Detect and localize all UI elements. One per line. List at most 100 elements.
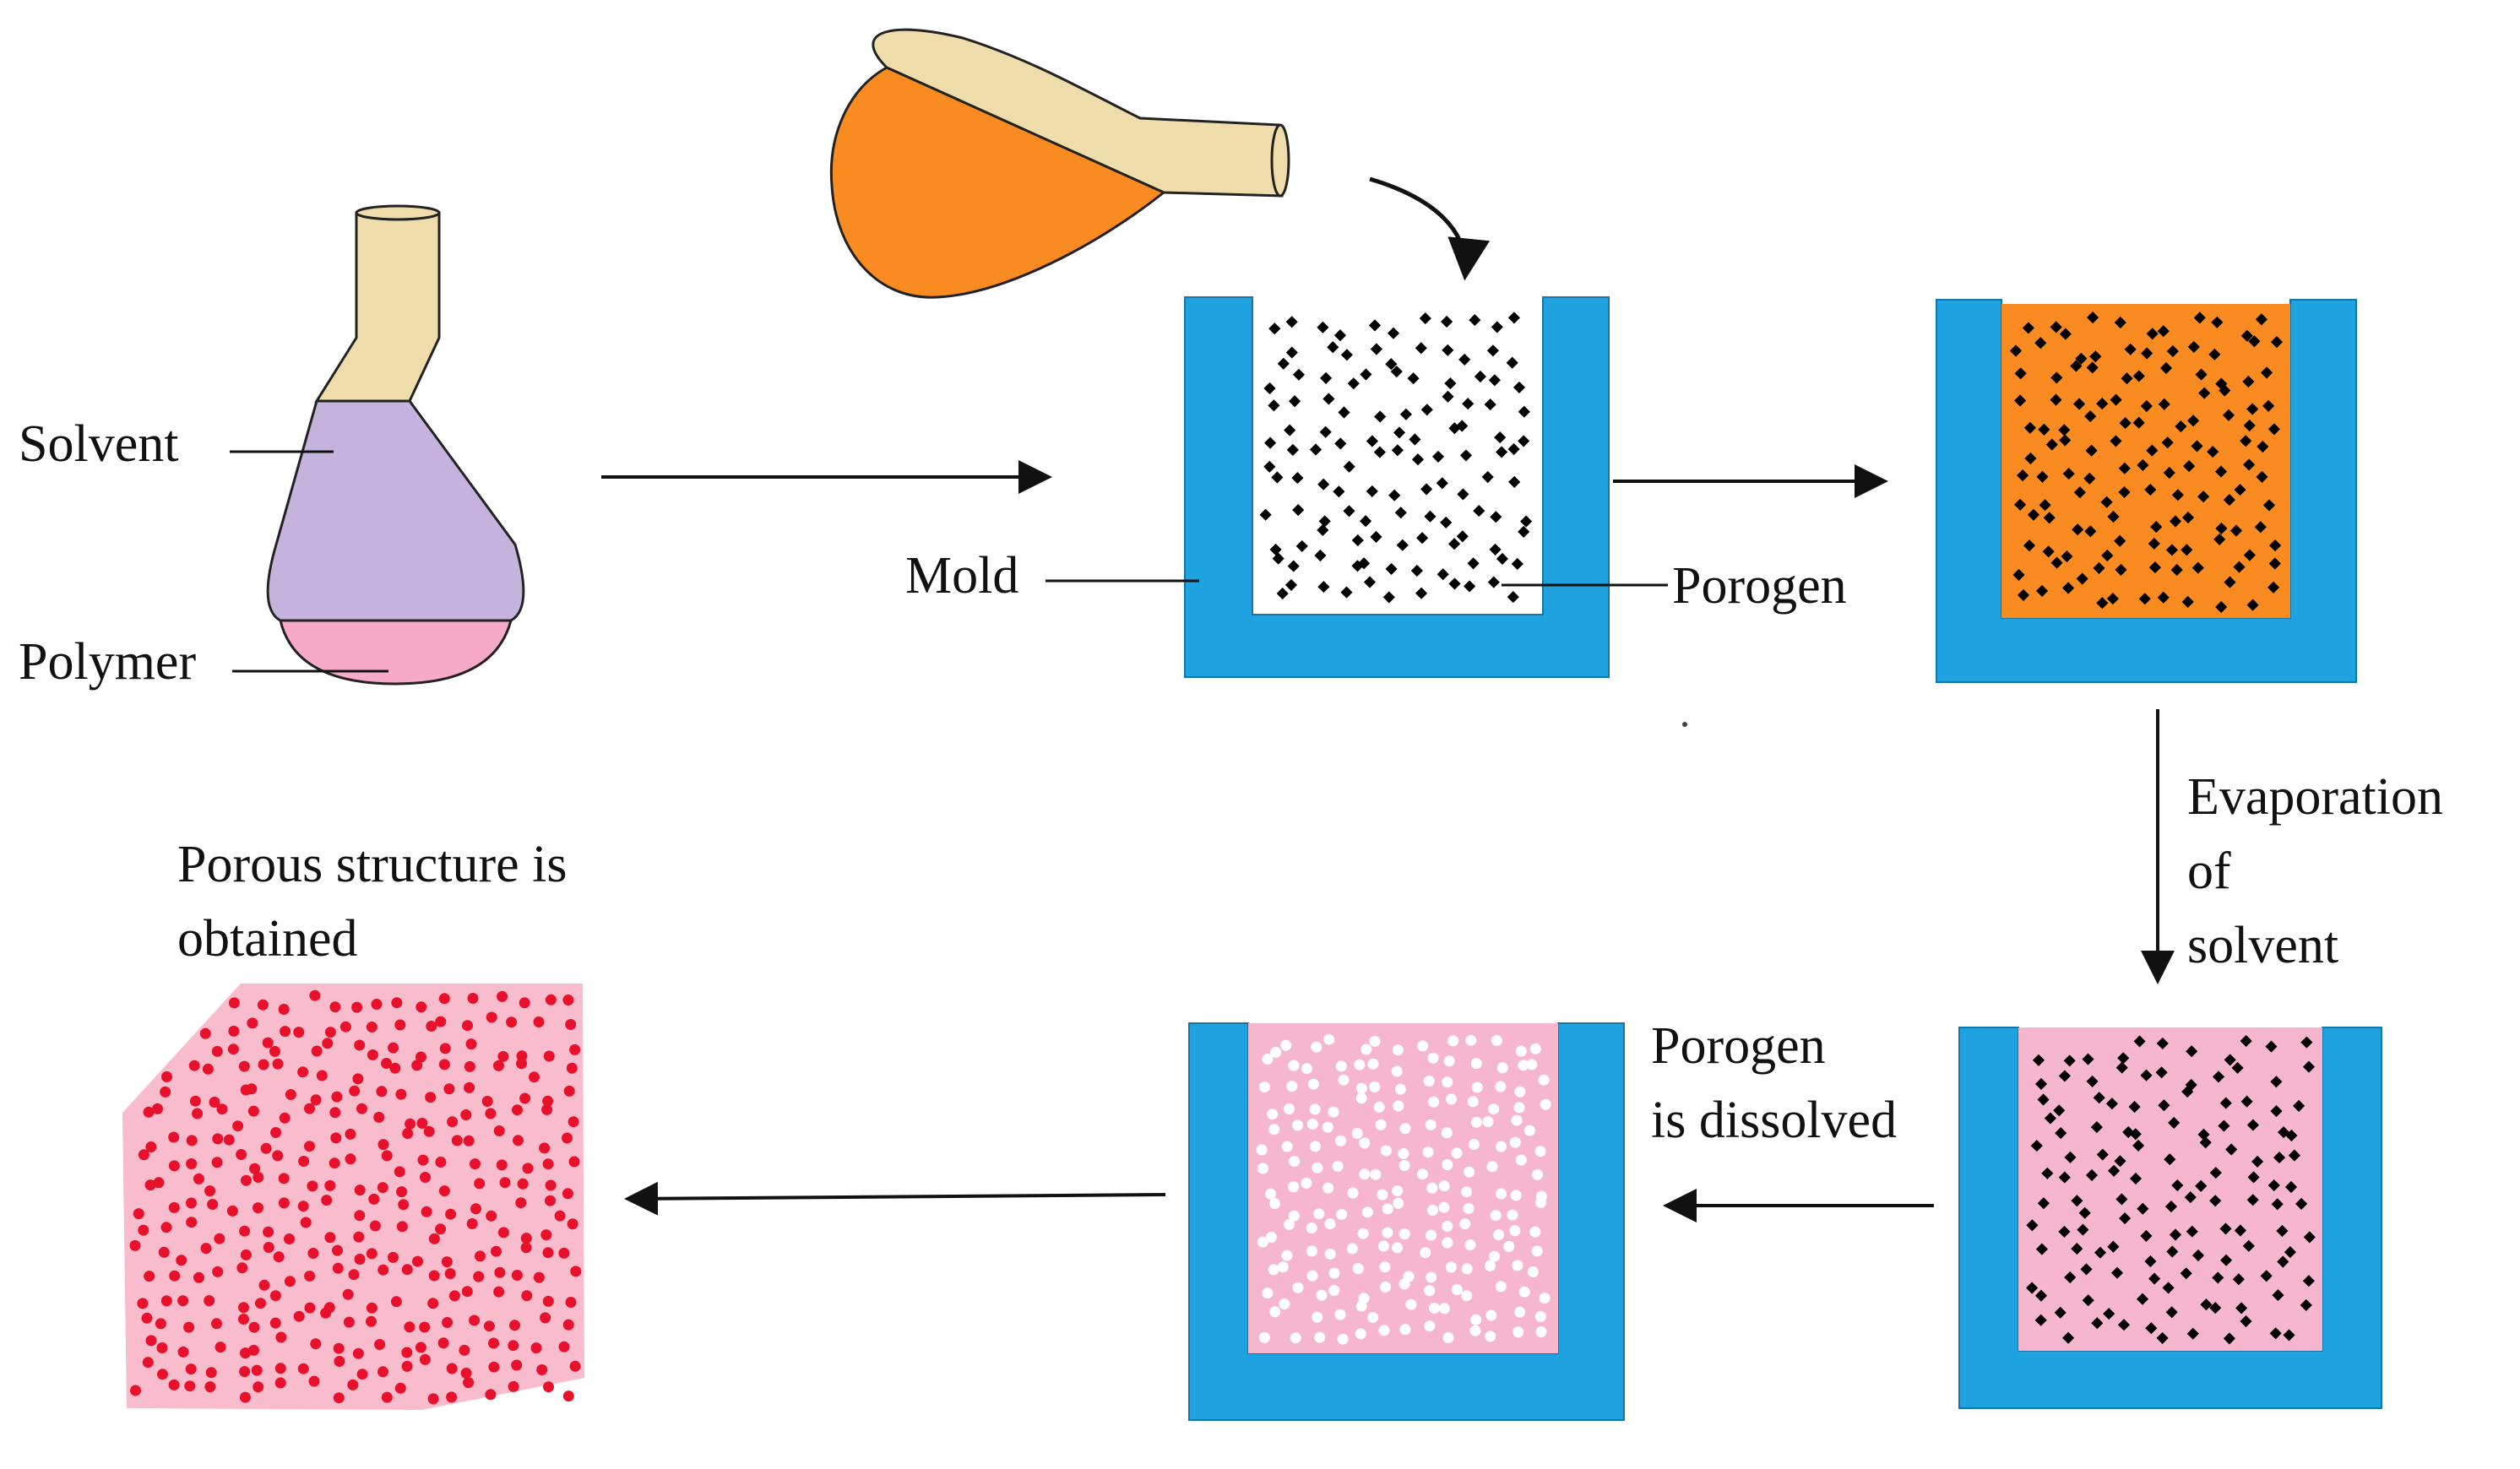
pore — [569, 1360, 581, 1372]
pore — [307, 1248, 319, 1259]
pore — [204, 1185, 216, 1197]
pore — [1322, 1182, 1334, 1194]
pore — [464, 1081, 475, 1093]
pore — [530, 1342, 542, 1354]
pore — [464, 1060, 475, 1072]
porogen-label: Porogen — [1672, 557, 1847, 615]
pore — [1380, 1282, 1392, 1293]
pore — [435, 1223, 447, 1235]
pore — [1527, 1266, 1539, 1277]
pore — [330, 1132, 342, 1144]
pore — [462, 1020, 473, 1032]
pore — [310, 1338, 322, 1350]
porogen-particle — [1322, 393, 1335, 405]
pore — [1262, 1054, 1274, 1065]
pore — [143, 1106, 155, 1118]
pore — [232, 1120, 244, 1132]
pore — [263, 1242, 274, 1253]
pore — [1268, 1264, 1279, 1276]
pore — [1322, 1121, 1333, 1133]
pore — [1262, 1287, 1274, 1299]
porogen-particle — [1474, 370, 1486, 383]
porogen-particle — [1360, 515, 1372, 528]
porogen-particle — [1269, 543, 1282, 556]
pore — [1328, 1285, 1340, 1296]
pore — [488, 1361, 500, 1373]
porogen-particle — [1491, 321, 1503, 333]
pore — [395, 1088, 407, 1100]
pore — [211, 1045, 223, 1057]
porogen-particle — [1271, 471, 1284, 484]
porogen-particle — [1399, 408, 1412, 420]
porogen-particle — [1387, 327, 1400, 339]
pore — [1369, 1035, 1381, 1047]
pore — [1314, 1331, 1326, 1343]
pore — [322, 1038, 334, 1049]
pore — [1312, 1311, 1323, 1323]
pore — [1257, 1163, 1268, 1174]
pore — [1284, 1219, 1295, 1230]
pore — [1531, 1245, 1543, 1257]
pore — [460, 1368, 472, 1379]
pore — [133, 1208, 144, 1220]
pore — [1256, 1144, 1268, 1156]
pore — [435, 1157, 447, 1168]
pore — [278, 1173, 290, 1184]
pore — [1441, 1127, 1453, 1139]
pore — [1378, 1240, 1389, 1252]
pore — [329, 1107, 341, 1119]
pore — [1438, 1180, 1450, 1192]
pore — [285, 1089, 296, 1100]
porogen-particle — [1518, 405, 1530, 418]
pore — [411, 1060, 423, 1071]
pore — [1442, 1076, 1453, 1088]
pour-flask-mouth — [1270, 123, 1290, 198]
pore — [345, 1128, 356, 1140]
porogen-particle — [1394, 507, 1407, 519]
pore — [423, 1125, 435, 1137]
porogen-particle — [1496, 552, 1509, 565]
pore — [324, 1179, 336, 1191]
porogen-particle — [1484, 398, 1496, 411]
pore — [565, 1019, 577, 1030]
porogen-particle — [1489, 543, 1502, 556]
pore — [1281, 1141, 1293, 1152]
pore — [1529, 1043, 1541, 1054]
pore — [168, 1160, 180, 1172]
pore — [1373, 1101, 1385, 1113]
pore — [381, 1150, 393, 1162]
porogen-particle — [1368, 319, 1382, 332]
porogen-particle — [1340, 349, 1353, 361]
pore — [562, 1188, 573, 1200]
pore — [272, 1150, 284, 1162]
porogen-particle — [1317, 523, 1329, 536]
pore — [168, 1131, 180, 1143]
porogen-particle — [1488, 374, 1501, 387]
pore — [366, 1302, 377, 1314]
pore — [1334, 1309, 1346, 1320]
porogen-particle — [1508, 475, 1521, 488]
pore — [1281, 1249, 1293, 1261]
pore — [1346, 1243, 1358, 1255]
pore — [1367, 1058, 1379, 1070]
pore — [1426, 1182, 1438, 1194]
porogen-particle — [1391, 444, 1404, 457]
porogen-particle — [1507, 591, 1519, 604]
pore — [169, 1270, 181, 1282]
pore — [255, 1298, 266, 1309]
pore — [1496, 1141, 1507, 1152]
porogen-particle — [1506, 356, 1518, 369]
pore — [1336, 1209, 1348, 1220]
pore — [374, 1339, 386, 1350]
pore — [1442, 1332, 1454, 1343]
pore — [141, 1312, 153, 1324]
pore — [1393, 1100, 1404, 1112]
pore — [142, 1357, 154, 1369]
pore — [223, 1134, 235, 1146]
porogen-particle — [1486, 344, 1499, 357]
pore — [1442, 1221, 1453, 1232]
pore — [421, 1206, 432, 1217]
pore — [1515, 1154, 1527, 1166]
pore — [1416, 1168, 1428, 1180]
flask-polymer-layer — [279, 619, 513, 686]
